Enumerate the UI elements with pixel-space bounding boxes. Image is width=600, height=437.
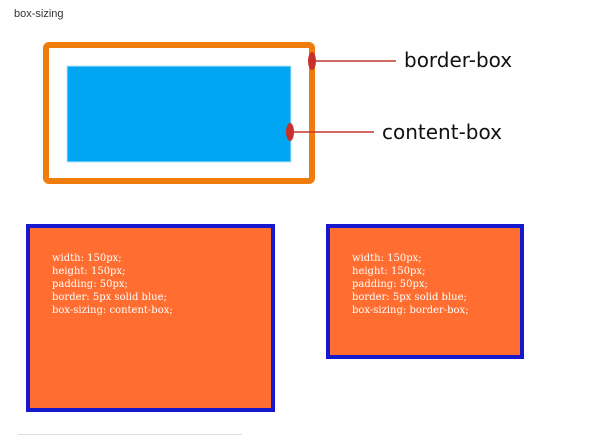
code-line: width: 150px; xyxy=(352,253,422,264)
bottom-divider xyxy=(18,434,242,435)
content-box-example: width: 150px; height: 150px; padding: 50… xyxy=(26,224,275,412)
code-line: box-sizing: border-box; xyxy=(352,305,469,316)
box-model-diagram: border-box content-box xyxy=(43,42,512,184)
code-line: border: 5px solid blue; xyxy=(352,292,467,303)
code-line: height: 150px; xyxy=(52,266,126,277)
border-box-code: width: 150px; height: 150px; padding: 50… xyxy=(352,252,520,317)
content-box-label: content-box xyxy=(382,120,502,144)
code-line: padding: 50px; xyxy=(352,279,428,290)
code-line: box-sizing: content-box; xyxy=(52,305,173,316)
code-line: border: 5px solid blue; xyxy=(52,292,167,303)
border-box-label: border-box xyxy=(404,48,512,72)
code-line: width: 150px; xyxy=(52,253,122,264)
page-title: box-sizing xyxy=(14,8,64,20)
border-box-pointer-dot xyxy=(308,52,316,70)
content-box-pointer-dot xyxy=(286,123,294,141)
content-box-code: width: 150px; height: 150px; padding: 50… xyxy=(52,252,271,317)
code-line: padding: 50px; xyxy=(52,279,128,290)
code-line: height: 150px; xyxy=(352,266,426,277)
content-box-area xyxy=(66,65,292,163)
border-box-example: width: 150px; height: 150px; padding: 50… xyxy=(326,224,524,359)
